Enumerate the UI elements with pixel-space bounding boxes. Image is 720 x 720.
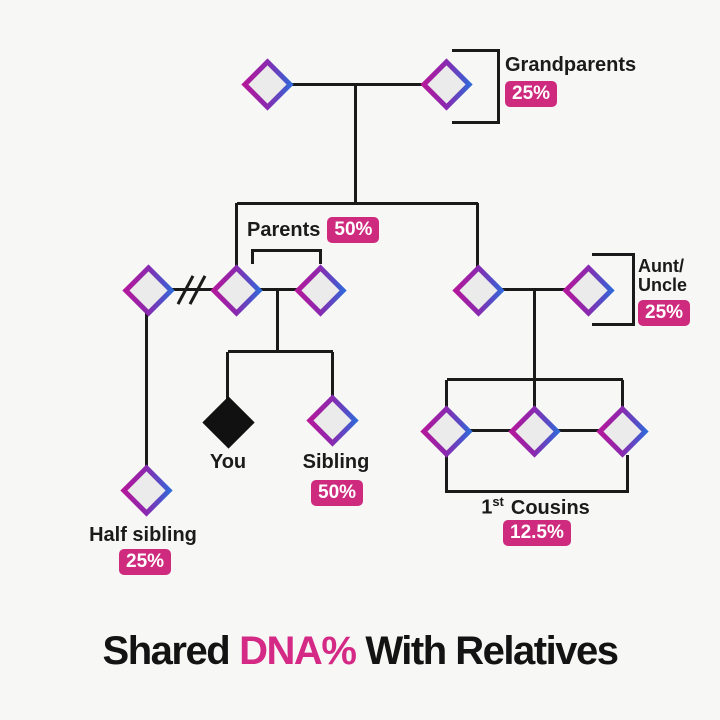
half-sibling-diamond	[120, 464, 173, 517]
aunt-uncle-diamond	[452, 264, 505, 317]
cousin-1-diamond	[420, 405, 473, 458]
title-post: With Relatives	[365, 629, 619, 673]
sibling-pct-badge: 50%	[311, 480, 364, 506]
cousin-3-diamond	[596, 405, 649, 458]
line-parent-drop	[235, 203, 238, 290]
aunt-uncle-pct-badge: 25%	[638, 300, 691, 326]
parents-label: Parents	[247, 219, 321, 241]
line-you-drop	[226, 352, 229, 422]
aunt-uncle-label-line2: Uncle	[638, 275, 688, 295]
line-ex-partner	[148, 288, 237, 291]
line-generation2	[237, 202, 478, 205]
cousin-2-diamond	[508, 405, 561, 458]
cousins-label: 1st Cousins	[463, 494, 608, 519]
bracket-aunt-uncle	[592, 253, 635, 326]
sibling-label: Sibling	[302, 451, 370, 473]
cousins-pct-badge: 12.5%	[503, 520, 571, 546]
line-cousins-sibship	[447, 378, 623, 381]
half-sibling-pct-badge: 25%	[119, 549, 172, 575]
parent-1-diamond	[210, 264, 263, 317]
you-diamond	[202, 396, 255, 449]
line-grandparents-drop	[354, 84, 357, 203]
grandparents-label: Grandparents	[505, 54, 637, 76]
aunt-uncle-label-line1: Aunt/	[638, 256, 684, 276]
parents-label-block: Parents 50%	[247, 217, 380, 243]
line-cousin1-cousin2	[447, 429, 535, 432]
line-sibship	[228, 350, 333, 353]
you-label: You	[209, 451, 247, 473]
line-cousins-drop	[533, 290, 536, 431]
title-highlight: DNA%	[239, 629, 357, 673]
line-aunt-uncle-couple	[478, 288, 589, 291]
parent-ex-partner-diamond	[122, 264, 175, 317]
line-aunt-uncle-drop	[476, 203, 479, 290]
bracket-grandparents	[452, 49, 500, 124]
grandparents-label-block: Grandparents 25%	[505, 54, 636, 107]
cousins-label-number: 1	[481, 496, 493, 519]
cousins-label-word: Cousins	[510, 496, 590, 519]
parent-2-diamond	[294, 264, 347, 317]
line-parents-child-drop	[276, 290, 279, 352]
grandparents-pct-badge: 25%	[505, 81, 558, 107]
grandparent-1-diamond	[241, 58, 294, 111]
line-cousin2-cousin3	[535, 429, 623, 432]
line-sibling-drop	[331, 352, 334, 420]
bracket-cousins	[445, 455, 629, 493]
cousins-label-ordinal: st	[492, 494, 504, 509]
line-parents-couple	[237, 288, 320, 291]
parents-pct-badge: 50%	[327, 217, 380, 243]
half-sibling-label: Half sibling	[89, 524, 197, 546]
title-pre: Shared	[102, 629, 231, 673]
sibling-diamond	[306, 394, 359, 447]
bracket-parents	[251, 249, 322, 264]
line-half-sibling-drop	[145, 290, 148, 490]
aunt-uncle-label-block: Aunt/ Uncle 25%	[638, 256, 691, 326]
